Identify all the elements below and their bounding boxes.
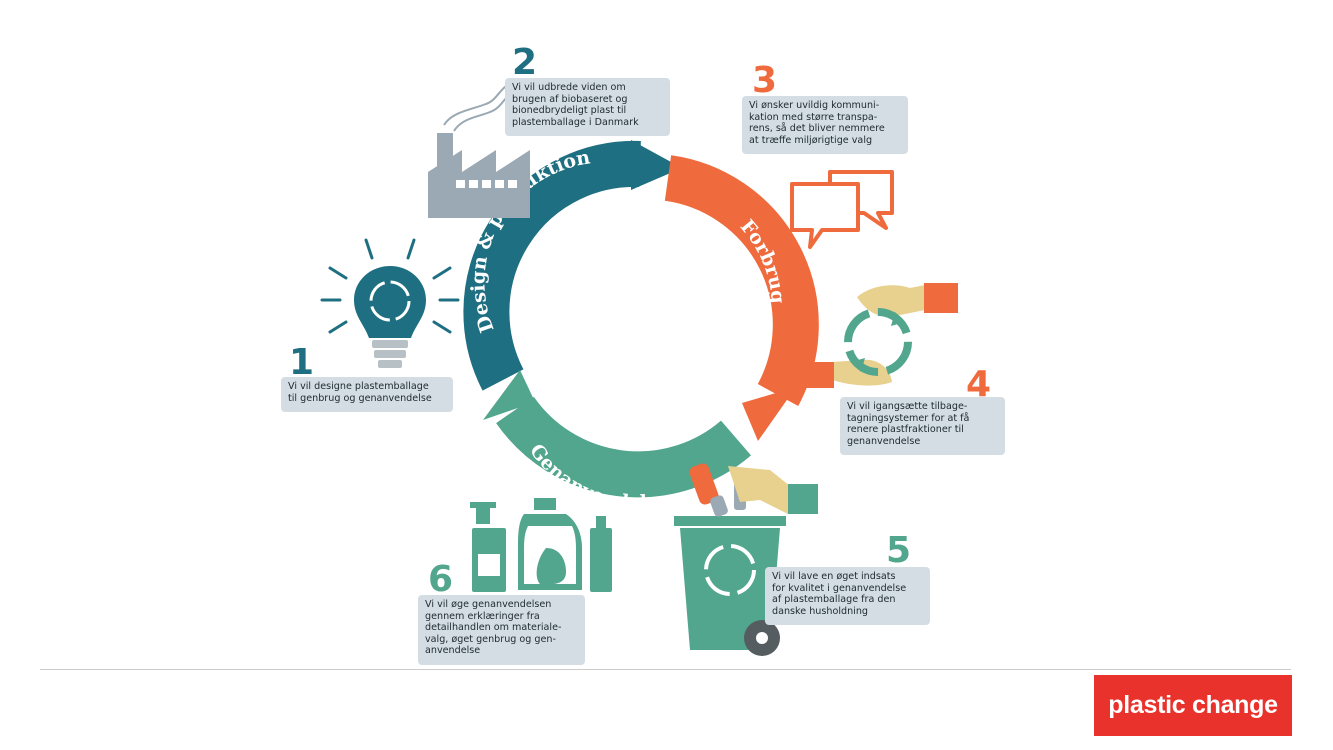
step-1-text: Vi vil designe plastemballage til genbru… — [281, 377, 453, 412]
speech-bubbles-icon — [790, 170, 894, 249]
step-2-number: 2 — [512, 42, 538, 83]
consumption-arc — [664, 155, 819, 441]
lightbulb-icon — [320, 238, 460, 368]
step-3-text: Vi ønsker uvildig kommuni- kation med st… — [742, 96, 908, 154]
step-6-number: 6 — [428, 559, 454, 600]
recycling-bin-icon — [674, 463, 818, 656]
design-arc — [463, 140, 682, 391]
step-4-text: Vi vil igangsætte tilbage- tagningsystem… — [840, 397, 1005, 455]
step-2-text: Vi vil udbrede viden om brugen af biobas… — [505, 78, 670, 136]
hands-recycle-icon — [800, 283, 958, 388]
factory-icon — [428, 81, 530, 218]
plastic-change-logo: plastic change — [1094, 675, 1292, 736]
step-6-text: Vi vil øge genanvendelsen gennem erklæri… — [418, 595, 585, 665]
step-4-number: 4 — [966, 364, 992, 405]
recycling-arc — [483, 370, 751, 498]
bottles-icon — [470, 498, 612, 592]
step-5-number: 5 — [886, 530, 912, 571]
step-3-number: 3 — [752, 60, 778, 101]
step-1-number: 1 — [289, 342, 315, 383]
step-5-text: Vi vil lave en øget indsats for kvalitet… — [765, 567, 930, 625]
divider — [40, 669, 1291, 670]
